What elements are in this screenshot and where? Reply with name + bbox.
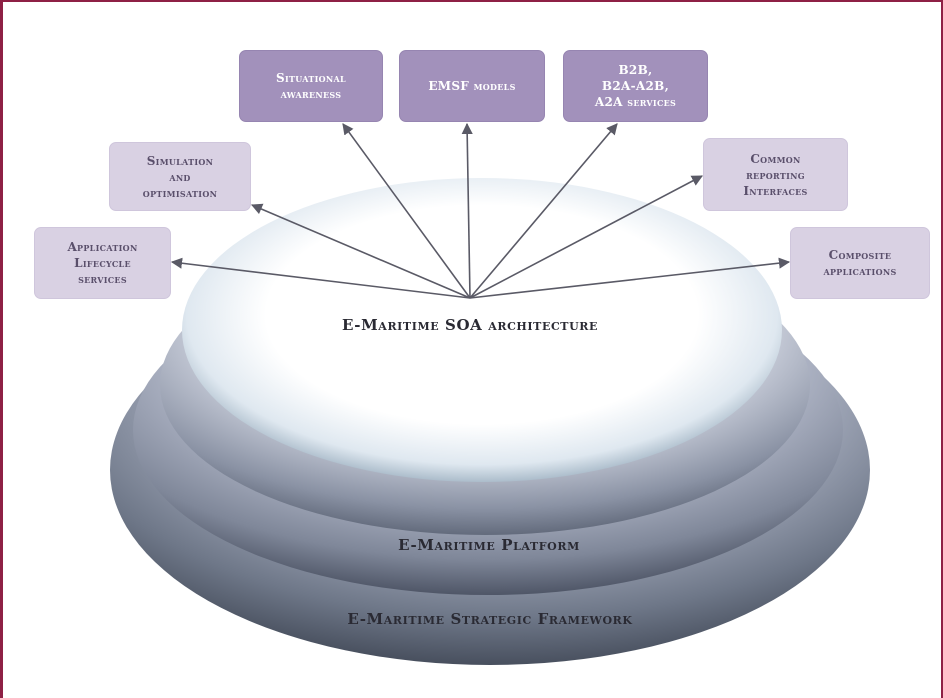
box-situational-awareness: Situational awareness: [239, 50, 383, 122]
box-composite-applications: Composite applications: [790, 227, 930, 299]
layer-platform-label: E-Maritime Platform: [398, 536, 580, 554]
layer-soa-label: E-Maritime SOA architecture: [342, 316, 598, 334]
arrow-emsf: [461, 122, 473, 299]
box-emsf-models: EMSF models: [399, 50, 545, 122]
box-simulation-optimisation: Simulation and optimisation: [109, 142, 251, 211]
dome-highlight: [270, 225, 670, 415]
arrows: [170, 122, 791, 299]
layer-framework-label: E-Maritime Strategic Framework: [347, 610, 632, 628]
arrow-common-reporting: [469, 175, 703, 299]
arrow-b2b: [469, 123, 618, 299]
box-application-lifecycle-services: Application Lifecycle services: [34, 227, 171, 299]
arrow-composite: [469, 257, 791, 299]
box-b2b-services: B2B, B2A-A2B, A2A services: [563, 50, 708, 122]
arrow-situational: [342, 123, 471, 299]
arrow-app-lifecycle: [170, 257, 471, 299]
box-common-reporting-interfaces: Common reporting Interfaces: [703, 138, 848, 211]
arrow-simulation: [250, 203, 471, 299]
